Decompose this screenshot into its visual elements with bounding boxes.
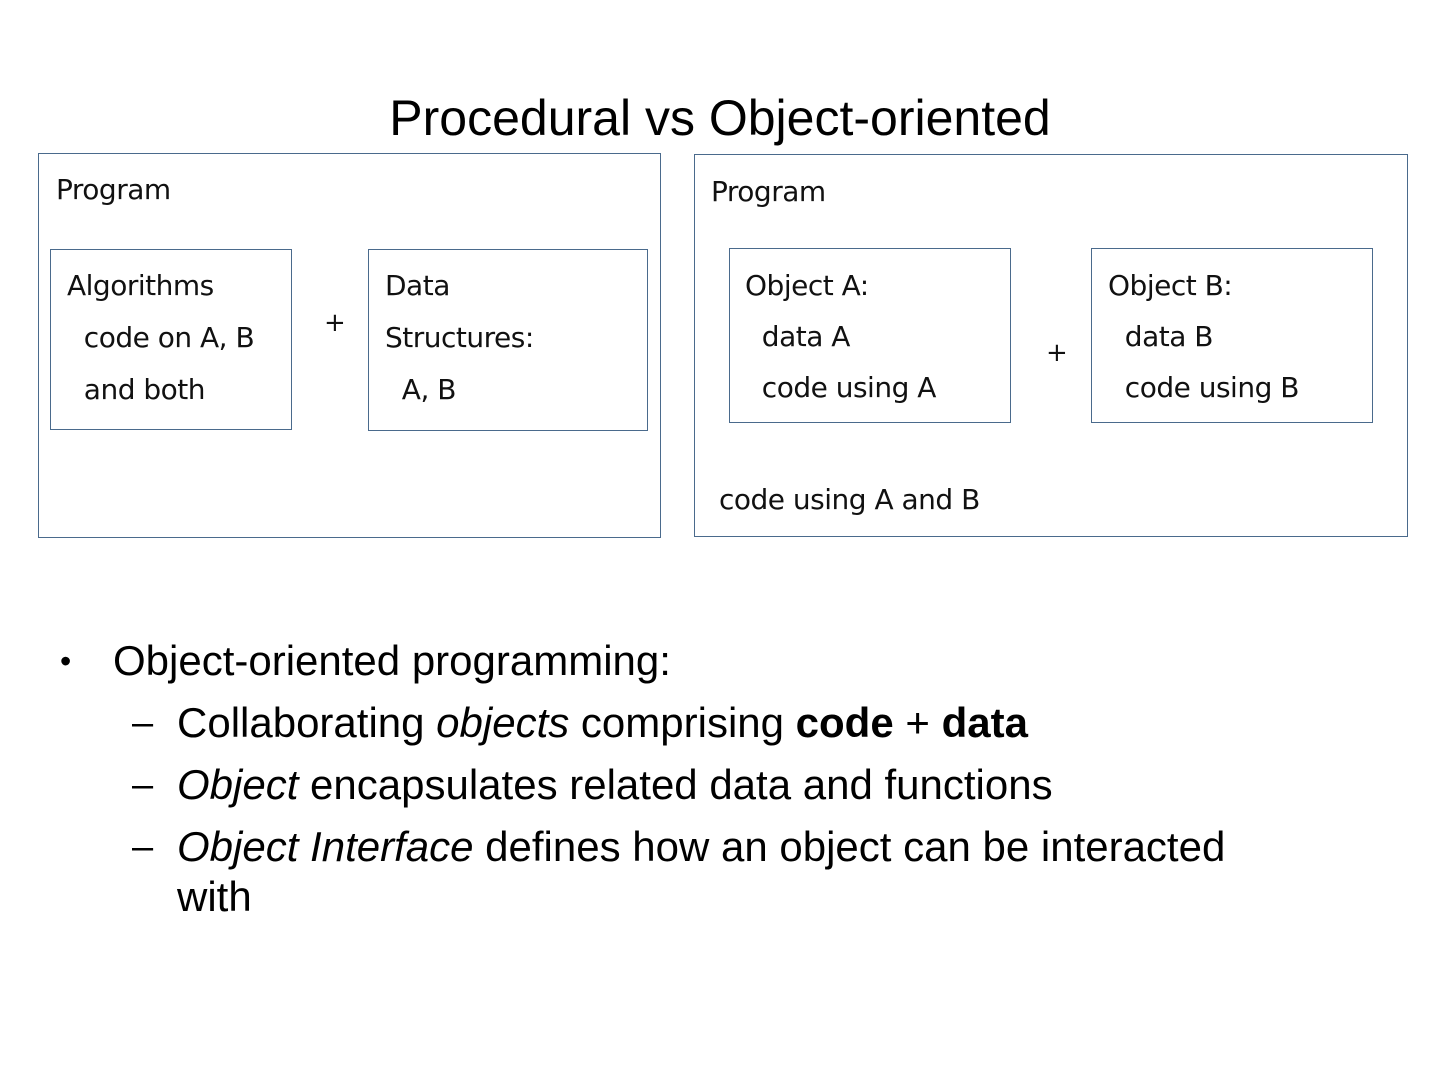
sub-bullet-1: Collaborating objects comprising code + … xyxy=(177,698,1227,748)
sub-bullet-2: Object encapsulates related data and fun… xyxy=(177,760,1227,810)
data-structures-box xyxy=(368,249,648,431)
sub-bullet-marker-2: – xyxy=(132,764,154,806)
procedural-program-label: Program xyxy=(56,173,171,206)
sub-bullet-3: Object Interface defines how an object c… xyxy=(177,822,1227,922)
sub-bullet-1-data: data xyxy=(941,699,1028,746)
sub-bullet-1-code: code xyxy=(795,699,894,746)
sub-bullet-1-text-a: Collaborating xyxy=(177,699,437,746)
sub-bullet-marker-1: – xyxy=(132,702,154,744)
oo-plus-sign: + xyxy=(1046,338,1068,368)
procedural-plus-sign: + xyxy=(324,308,346,338)
slide-title: Procedural vs Object-oriented xyxy=(389,90,1051,146)
sub-bullet-2-text: encapsulates related data and functions xyxy=(298,761,1053,808)
sub-bullet-1-objects: objects xyxy=(436,699,570,746)
oo-program-label: Program xyxy=(711,175,826,208)
sub-bullet-1-plus: + xyxy=(893,699,942,746)
sub-bullet-3-text: defines how an object can be interacted … xyxy=(177,823,1226,920)
data-structures-line-3: A, B xyxy=(385,373,457,406)
object-b-box xyxy=(1091,248,1373,423)
oo-footer-text: code using A and B xyxy=(719,483,980,516)
object-a-line-2: data A xyxy=(745,320,851,353)
algorithms-box xyxy=(50,249,292,430)
algorithms-line-1: Algorithms xyxy=(67,269,214,302)
sub-bullet-1-text-b: comprising xyxy=(569,699,796,746)
object-b-line-3: code using B xyxy=(1108,371,1300,404)
object-b-line-1: Object B: xyxy=(1108,269,1233,302)
sub-bullet-2-object: Object xyxy=(177,761,299,808)
sub-bullet-marker-3: – xyxy=(132,826,154,868)
object-a-line-1: Object A: xyxy=(745,269,869,302)
object-a-box xyxy=(729,248,1011,423)
sub-bullet-3-object-interface: Object Interface xyxy=(177,823,474,870)
bullet-marker: • xyxy=(60,643,72,679)
object-a-line-3: code using A xyxy=(745,371,937,404)
algorithms-line-3: and both xyxy=(67,373,206,406)
bullet-heading: Object-oriented programming: xyxy=(113,637,671,684)
object-b-line-2: data B xyxy=(1108,320,1214,353)
data-structures-line-1: Data xyxy=(385,269,450,302)
data-structures-line-2: Structures: xyxy=(385,321,534,354)
algorithms-line-2: code on A, B xyxy=(67,321,255,354)
